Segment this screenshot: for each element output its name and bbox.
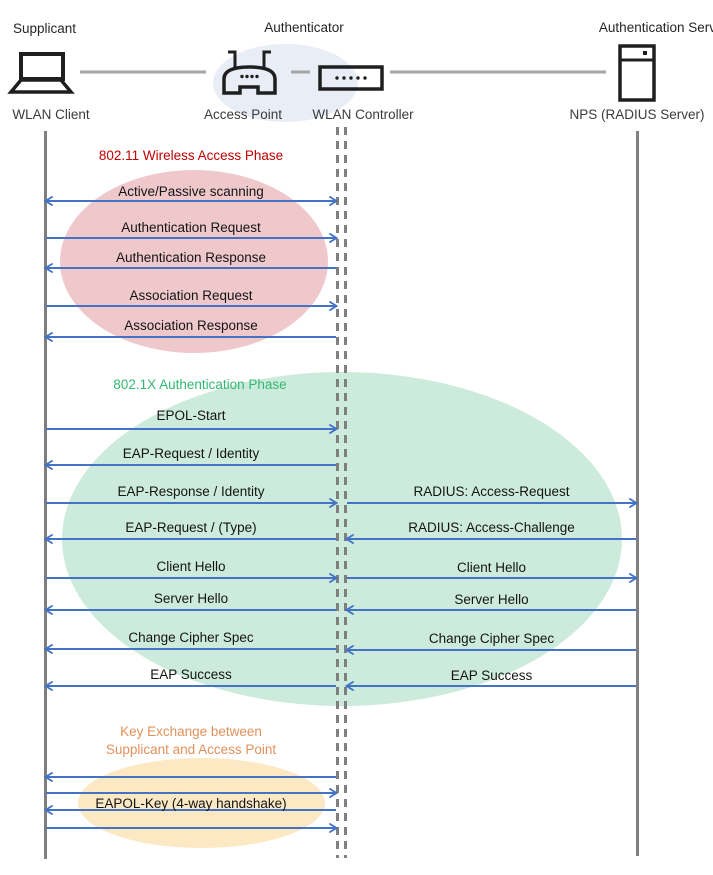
message-label: EAP Success bbox=[150, 667, 232, 682]
message-label: Change Cipher Spec bbox=[128, 630, 254, 645]
message-label: EAPOL-Key (4-way handshake) bbox=[95, 796, 287, 811]
laptop-icon bbox=[7, 52, 75, 94]
device-label-access-point: Access Point bbox=[203, 107, 283, 122]
message-label: RADIUS: Access-Challenge bbox=[408, 520, 575, 535]
message-label: Client Hello bbox=[156, 559, 226, 574]
message-label: Association Response bbox=[124, 318, 258, 333]
message-label: Authentication Response bbox=[115, 250, 267, 265]
phase3-ellipse bbox=[78, 758, 325, 848]
message-label: Active/Passive scanning bbox=[118, 184, 264, 199]
phase1-title: 802.11 Wireless Access Phase bbox=[98, 148, 284, 163]
device-label-wlan-controller: WLAN Controller bbox=[312, 107, 414, 122]
server-icon bbox=[618, 44, 656, 102]
role-label-authenticator: Authenticator bbox=[264, 20, 344, 35]
role-label-authentication-server: Authentication Server bbox=[598, 20, 713, 35]
message-label: RADIUS: Access-Request bbox=[413, 484, 570, 499]
message-label: Authentication Request bbox=[121, 220, 261, 235]
message-label: EPOL-Start bbox=[156, 408, 226, 423]
message-label: Server Hello bbox=[454, 592, 529, 607]
message-label: Change Cipher Spec bbox=[428, 631, 555, 646]
message-label: Association Request bbox=[129, 288, 253, 303]
phase3-title-line2: Supplicant and Access Point bbox=[105, 742, 277, 757]
access-point-icon bbox=[222, 50, 277, 95]
device-label-wlan-client: WLAN Client bbox=[12, 107, 90, 122]
message-label: EAP-Response / Identity bbox=[117, 484, 265, 499]
message-label: Server Hello bbox=[153, 591, 229, 606]
lifelines bbox=[44, 127, 639, 859]
message-label: EAP-Request / Identity bbox=[122, 446, 260, 461]
phase3-title-line1: Key Exchange between bbox=[120, 724, 262, 739]
message-label: Client Hello bbox=[456, 560, 527, 575]
message-arrows bbox=[43, 196, 639, 833]
message-label: EAP Success bbox=[450, 668, 533, 683]
authenticator-group-ellipse bbox=[213, 44, 358, 122]
role-label-supplicant: Supplicant bbox=[13, 21, 77, 36]
wlan-controller-icon bbox=[318, 65, 384, 91]
message-label: EAP-Request / (Type) bbox=[125, 520, 257, 535]
device-label-nps-radius-server: NPS (RADIUS Server) bbox=[569, 107, 705, 122]
phase2-title: 802.1X Authentication Phase bbox=[113, 377, 287, 392]
